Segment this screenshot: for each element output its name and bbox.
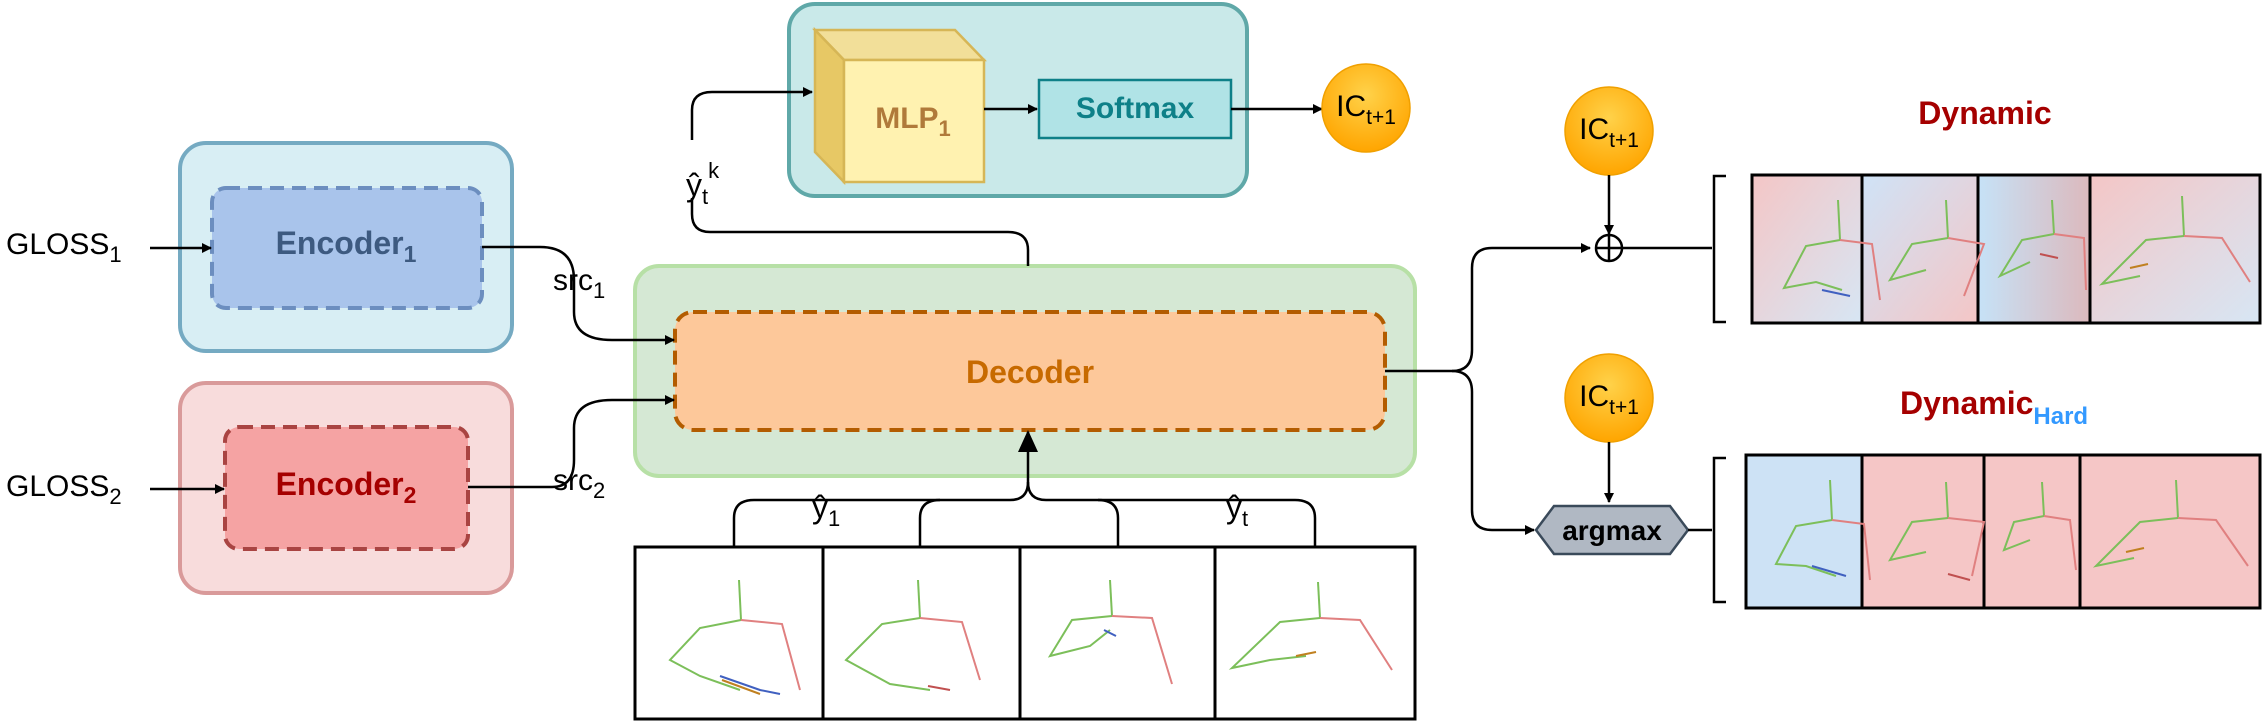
y1-label: ŷ1 [812,489,840,531]
skeleton-frame-3 [1047,579,1173,685]
mlp-panel: MLP1 Softmax [787,2,1249,198]
input-branch-2 [918,498,941,547]
svg-text:ICt+1: ICt+1 [1336,90,1396,129]
mlp-cube [812,26,987,186]
ic-circle-top: ICt+1 [1321,63,1411,153]
dynamic-output-frames [1750,173,2262,325]
input-branch-3 [1097,498,1120,547]
dynamic-title: Dynamic [1918,95,2051,131]
feedback-arrow [690,87,813,140]
skeleton-frame-1 [668,579,801,695]
dynamic-bracket [1712,174,1726,324]
mlp-label: MLP1 [875,102,951,141]
input-frames [633,545,1417,721]
dynamic-hard-title: DynamicHard [1900,385,2088,430]
input-bus-left [732,432,1030,547]
src2-label: src2 [553,464,605,503]
src1-connector [482,245,675,345]
svg-text:ICt+1: ICt+1 [1579,380,1639,419]
src1-label: src1 [553,264,605,303]
input-arrowhead [1018,430,1038,452]
decoder-label: Decoder [966,354,1094,390]
encoder2-label: Encoder2 [276,466,417,508]
encoder2-block: Encoder2 [178,381,514,595]
gloss2-label: GLOSS2 [6,470,122,509]
yt-label: ŷt [1226,489,1248,531]
input-bus-right [1026,481,1317,547]
encoder1-label: Encoder1 [276,225,417,267]
argmax-label: argmax [1562,515,1662,546]
argmax-box: argmax [1534,504,1690,556]
softmax-label: Softmax [1076,92,1195,125]
encoder1-block: Encoder1 [178,141,514,353]
src2-connector [468,395,675,489]
skeleton-frame-2 [844,579,981,691]
skeleton-frame-4 [1228,581,1393,671]
gloss1-label: GLOSS1 [6,228,122,267]
decoder-to-plus-arrow [1385,243,1591,373]
softmax-box [1037,78,1233,140]
dynamic-hard-frames [1744,453,2262,610]
ic-circle-dynamic: ICt+1 [1564,86,1654,176]
hard-bracket [1712,456,1726,604]
y-hat-k-label: ŷtk [686,158,720,209]
ic-circle-hard: ICt+1 [1564,353,1654,443]
plus-operator [1594,233,1624,263]
decoder-block: Decoder [633,264,1417,478]
svg-text:ICt+1: ICt+1 [1579,113,1639,152]
feedback-line [690,198,1030,266]
decoder-to-argmax-arrow [1451,369,1535,535]
